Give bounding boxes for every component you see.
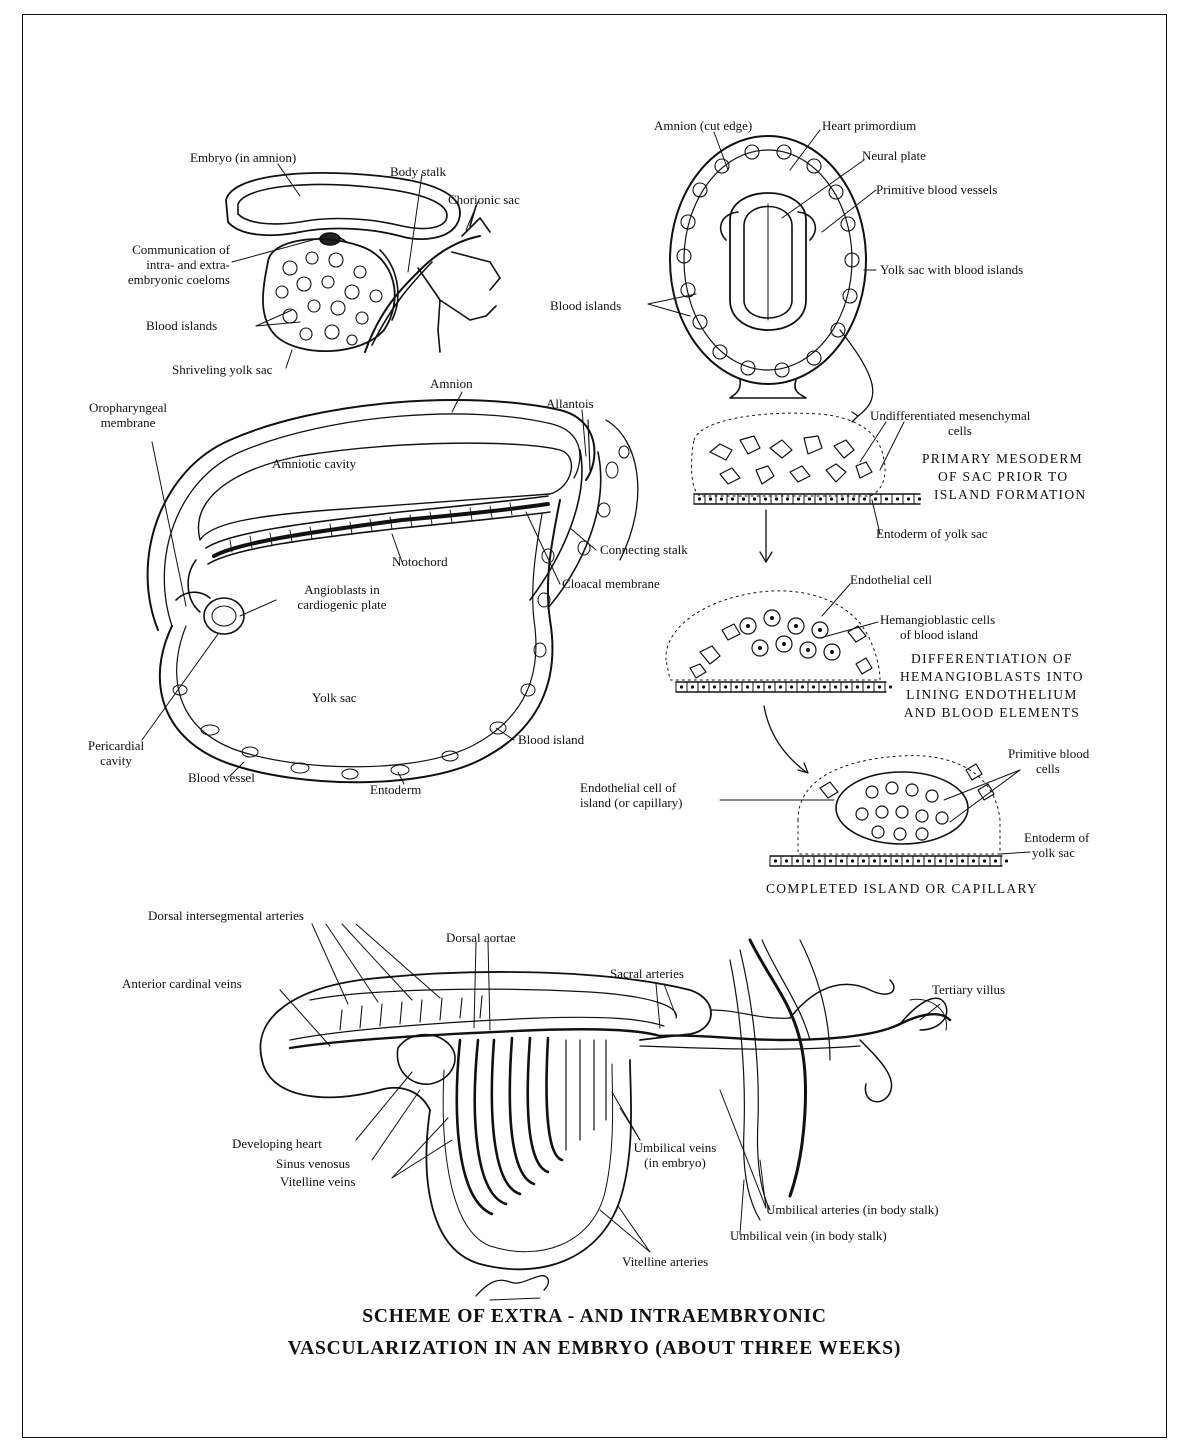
label-umbilical-arteries-stalk: Umbilical arteries (in body stalk) — [766, 1202, 939, 1217]
figure-title-line-1: SCHEME OF EXTRA - AND INTRAEMBRYONIC — [0, 1302, 1189, 1332]
label-oropharyngeal-membrane: Oropharyngeal membrane — [68, 400, 188, 430]
label-blood-island: Blood island — [518, 732, 584, 747]
dorsal-view-drawing — [670, 136, 873, 422]
label-embryo-in-amnion: Embryo (in amnion) — [190, 150, 296, 165]
label-hemangioblastic-cells: Hemangioblastic cells of blood island — [880, 612, 995, 642]
label-chorionic-sac: Chorionic sac — [448, 192, 520, 207]
caption-stage-1: PRIMARY MESODERM OF SAC PRIOR TO ISLAND … — [922, 450, 1086, 504]
label-entoderm: Entoderm — [370, 782, 421, 797]
label-connecting-stalk: Connecting stalk — [600, 542, 688, 557]
label-entoderm-yolk-sac: Entoderm of yolk sac — [876, 526, 988, 541]
label-vitelline-arteries: Vitelline arteries — [622, 1254, 708, 1269]
vascular-drawing — [260, 940, 950, 1300]
label-umbilical-veins-embryo: Umbilical veins (in embryo) — [620, 1140, 730, 1170]
label-notochord: Notochord — [392, 554, 448, 569]
label-shriveling-yolk-sac: Shriveling yolk sac — [172, 362, 272, 377]
figure-title-line-2: VASCULARIZATION IN AN EMBRYO (ABOUT THRE… — [0, 1334, 1189, 1364]
label-blood-islands-dorsal: Blood islands — [550, 298, 621, 313]
label-amnion-cut-edge: Amnion (cut edge) — [654, 118, 752, 133]
label-neural-plate: Neural plate — [862, 148, 926, 163]
label-heart-primordium: Heart primordium — [822, 118, 916, 133]
label-cloacal-membrane: Cloacal membrane — [562, 576, 660, 591]
label-dorsal-aortae: Dorsal aortae — [446, 930, 516, 945]
label-allantois: Allantois — [546, 396, 594, 411]
label-body-stalk: Body stalk — [390, 164, 446, 179]
label-endothelial-cell: Endothelial cell — [850, 572, 932, 587]
label-yolk-sac-blood-islands: Yolk sac with blood islands — [880, 262, 1023, 277]
label-amnion: Amnion — [430, 376, 473, 391]
label-umbilical-vein-stalk: Umbilical vein (in body stalk) — [730, 1228, 887, 1243]
label-endothelial-cell-island: Endothelial cell of island (or capillary… — [580, 780, 683, 810]
label-entoderm-of-yolk-sac: Entoderm of yolk sac — [1024, 830, 1089, 860]
label-anterior-cardinal: Anterior cardinal veins — [122, 976, 242, 991]
label-yolk-sac: Yolk sac — [312, 690, 357, 705]
label-blood-islands-sac: Blood islands — [146, 318, 217, 333]
label-pericardial-cavity: Pericardial cavity — [76, 738, 156, 768]
label-primitive-blood-vessels: Primitive blood vessels — [876, 182, 997, 197]
label-communication-coeloms: Communication of intra- and extra- embry… — [70, 242, 230, 287]
label-tertiary-villus: Tertiary villus — [932, 982, 1005, 997]
label-undifferentiated-cells: Undifferentiated mesenchymal cells — [870, 408, 1030, 438]
label-sinus-venosus: Sinus venosus — [276, 1156, 350, 1171]
label-developing-heart: Developing heart — [232, 1136, 322, 1151]
label-angioblasts-cardiogenic: Angioblasts in cardiogenic plate — [262, 582, 422, 612]
label-vitelline-veins: Vitelline veins — [280, 1174, 355, 1189]
caption-stage-3: COMPLETED ISLAND OR CAPILLARY — [766, 880, 1038, 898]
label-primitive-blood-cells: Primitive blood cells — [1008, 746, 1089, 776]
label-sacral-arteries: Sacral arteries — [610, 966, 684, 981]
caption-stage-2: DIFFERENTIATION OF HEMANGIOBLASTS INTO L… — [900, 650, 1084, 722]
label-blood-vessel: Blood vessel — [188, 770, 255, 785]
label-amniotic-cavity: Amniotic cavity — [272, 456, 356, 471]
label-dorsal-intersegmental: Dorsal intersegmental arteries — [148, 908, 304, 923]
